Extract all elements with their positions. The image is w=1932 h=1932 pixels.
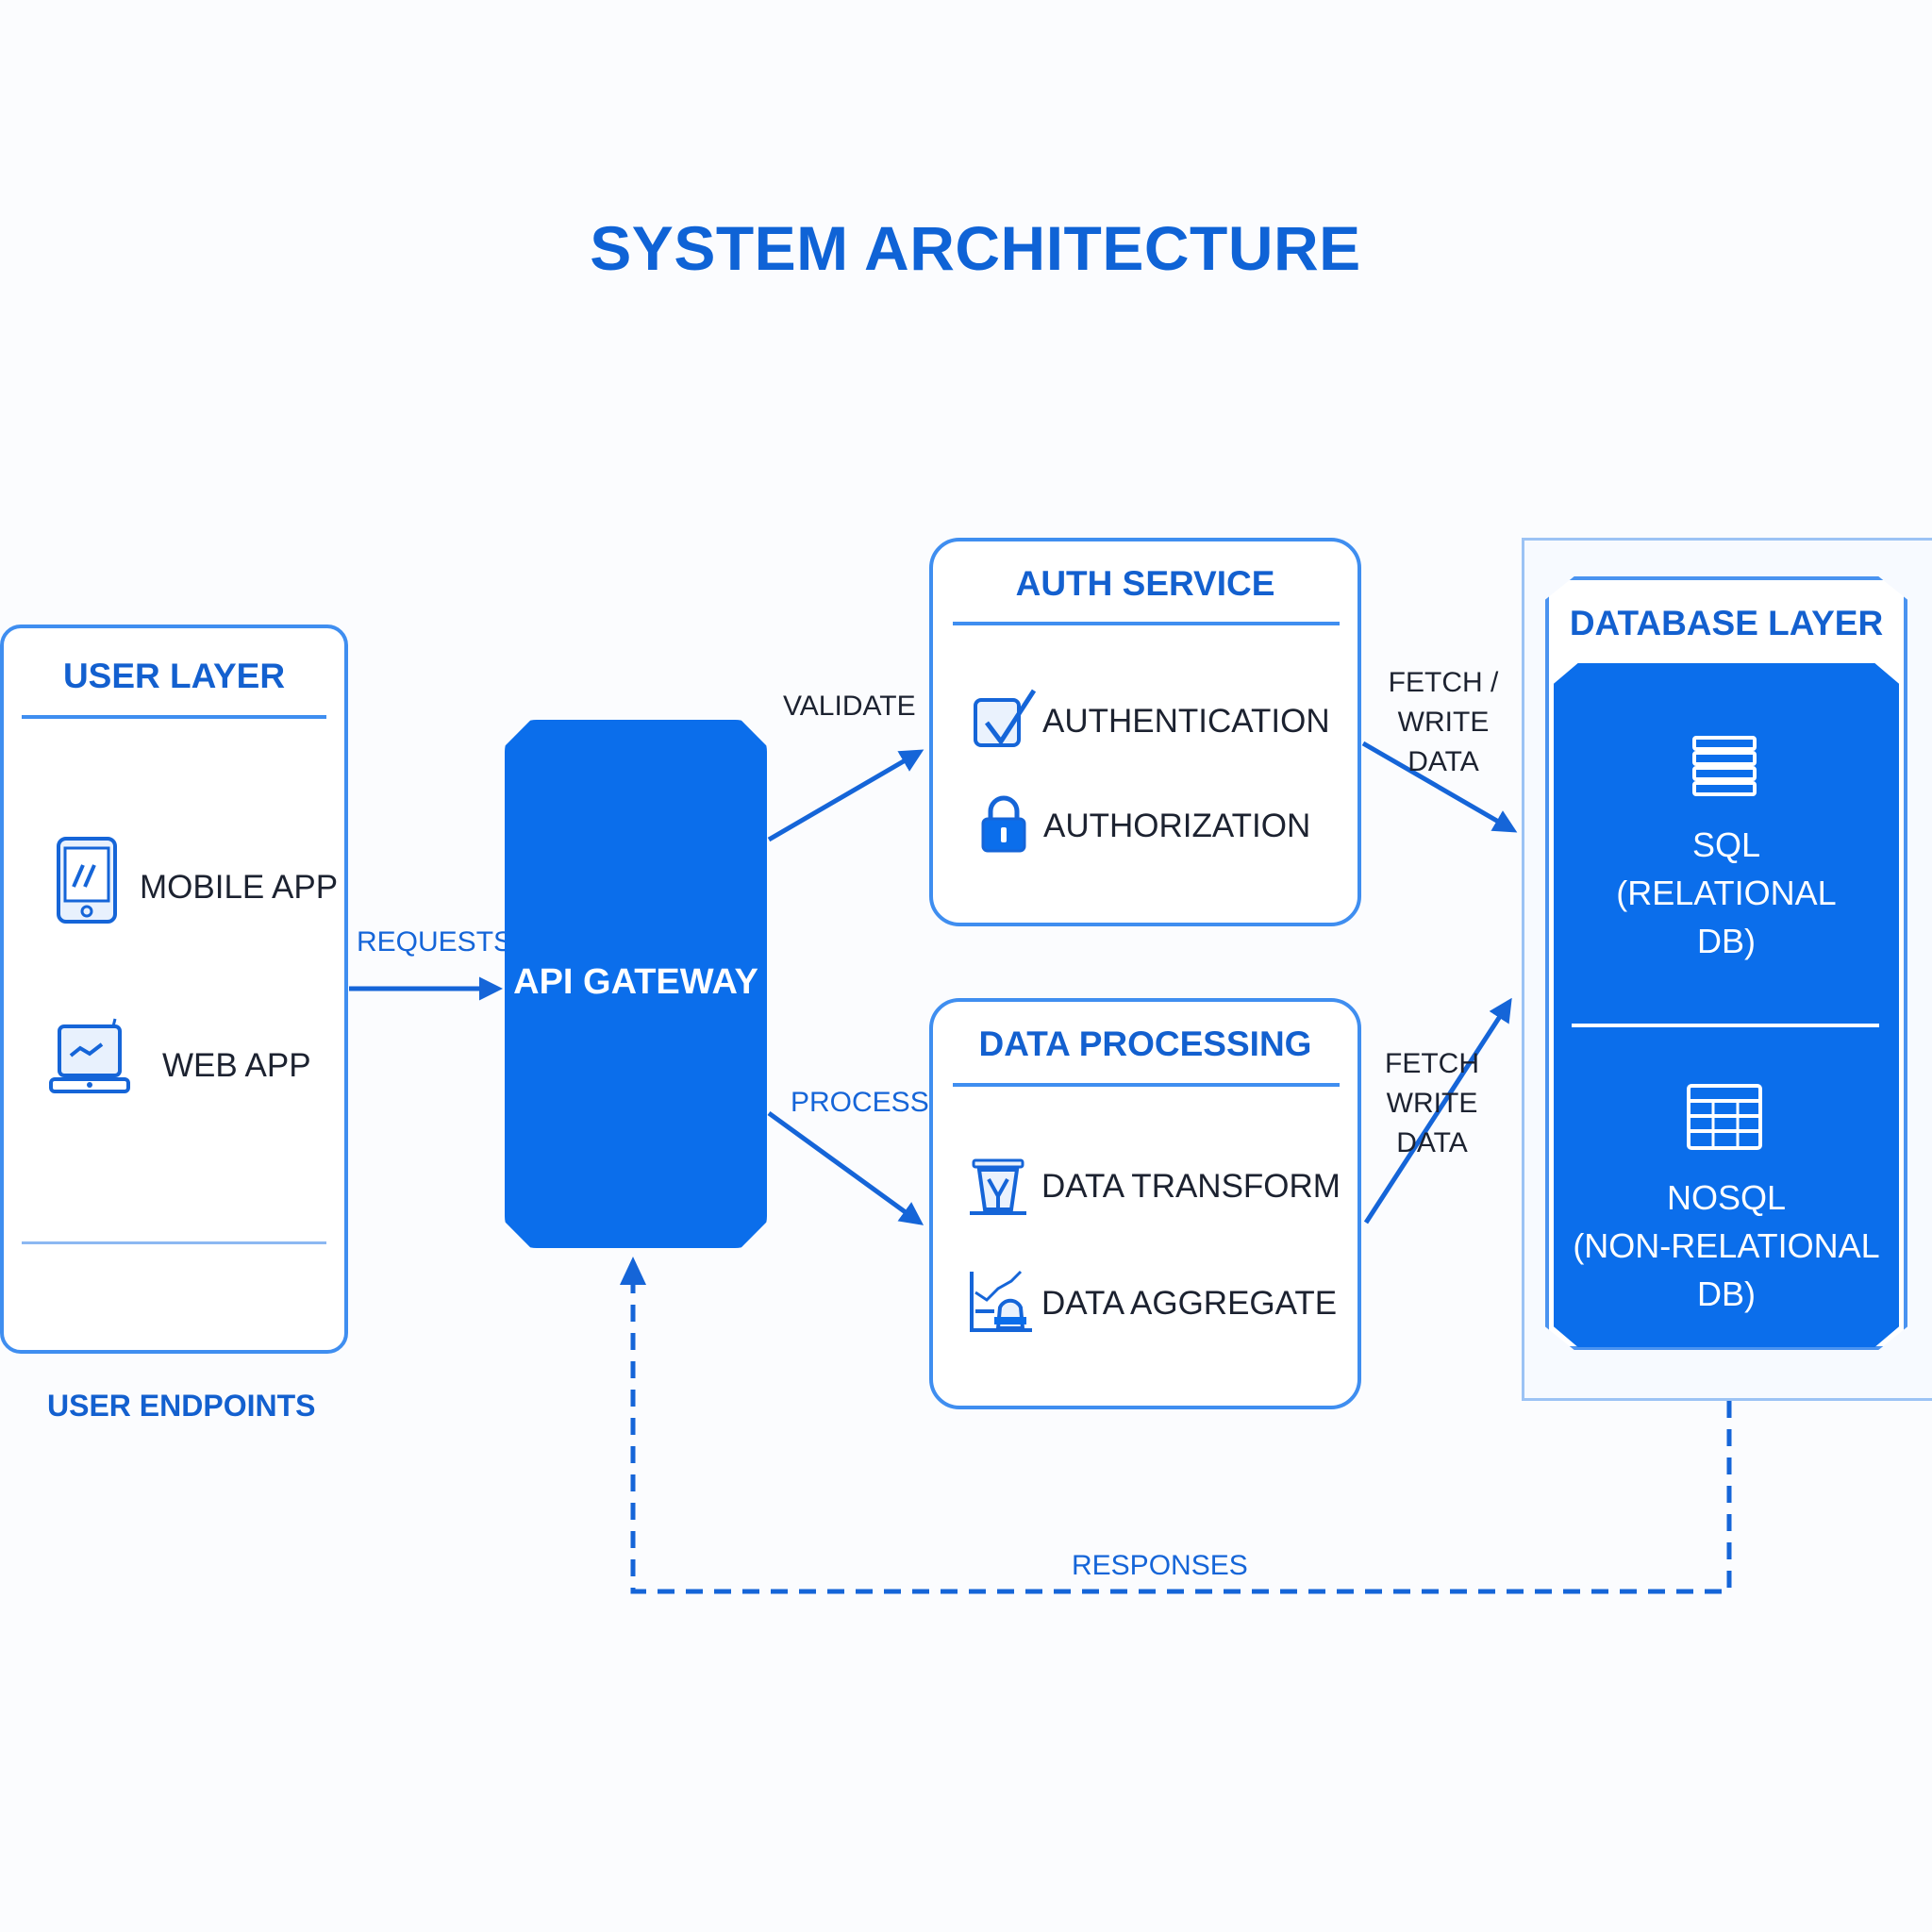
aggregate-chart-icon [970, 1270, 1032, 1332]
auth-fetch-write-label: FETCH / WRITE DATA [1377, 663, 1509, 782]
auth-write-line: WRITE [1397, 707, 1490, 738]
nosql-line-1: NOSQL [1666, 1178, 1787, 1217]
data-processing-panel: DATA PROCESSING [929, 998, 1361, 1409]
process-label: PROCESS [791, 1087, 929, 1118]
mobile-app-label: MOBILE APP [140, 869, 339, 906]
server-stack-icon [1692, 736, 1757, 796]
diagram-title: SYSTEM ARCHITECTURE [590, 213, 1361, 283]
mobile-phone-icon [57, 837, 117, 924]
responses-arrowhead [620, 1257, 646, 1285]
auth-to-db-arrow [1361, 741, 1518, 833]
auth-service-title: AUTH SERVICE [1015, 564, 1275, 603]
data-processing-rule [953, 1083, 1340, 1087]
requests-label: REQUESTS [357, 926, 513, 958]
user-endpoints-caption: USER ENDPOINTS [47, 1389, 316, 1423]
data-processing-title: DATA PROCESSING [978, 1024, 1312, 1063]
web-app-label: WEB APP [162, 1047, 311, 1084]
data-aggregate-label: DATA AGGREGATE [1041, 1285, 1338, 1322]
funnel-icon [970, 1158, 1026, 1215]
padlock-icon [981, 795, 1026, 853]
processing-data-line: DATA [1396, 1127, 1468, 1158]
user-layer-title: USER LAYER [62, 657, 286, 695]
database-divider [1572, 1024, 1879, 1027]
validate-arrow [767, 749, 924, 842]
database-layer-title: DATABASE LAYER [1569, 604, 1884, 642]
sql-line-3: DB) [1697, 922, 1756, 960]
processing-fetch-write-label: FETCH WRITE DATA [1366, 1044, 1498, 1163]
responses-label: RESPONSES [1072, 1550, 1248, 1581]
api-gateway-label: API GATEWAY [513, 962, 758, 1002]
user-layer-top-rule [22, 715, 326, 719]
authorization-label: AUTHORIZATION [1043, 808, 1311, 844]
auth-fetch-line: FETCH / [1388, 667, 1499, 698]
laptop-icon [49, 1018, 130, 1093]
sql-line-2: (RELATIONAL [1616, 874, 1837, 912]
sql-label: SQL (RELATIONAL DB) [1554, 821, 1899, 965]
database-layer-fill [1554, 663, 1899, 1347]
user-layer-bottom-rule [22, 1241, 326, 1244]
data-transform-label: DATA TRANSFORM [1041, 1168, 1341, 1205]
auth-data-line: DATA [1407, 746, 1479, 777]
auth-service-rule [953, 622, 1340, 625]
api-gateway-node [505, 720, 767, 1248]
process-arrow [767, 1110, 924, 1225]
validate-label: VALIDATE [783, 691, 916, 722]
sql-line-1: SQL [1691, 825, 1761, 864]
processing-fetch-line: FETCH [1385, 1048, 1479, 1079]
authentication-label: AUTHENTICATION [1042, 703, 1330, 740]
nosql-label: NOSQL (NON-RELATIONAL DB) [1554, 1174, 1899, 1318]
processing-to-db-arrow [1363, 997, 1512, 1224]
processing-write-line: WRITE [1386, 1088, 1478, 1119]
user-layer-panel: USER LAYER [0, 625, 348, 1354]
table-grid-icon [1687, 1084, 1762, 1150]
checkbox-icon [974, 689, 1037, 747]
nosql-line-2: (NON-RELATIONAL [1573, 1226, 1880, 1265]
responses-line [630, 1269, 1732, 1594]
nosql-line-3: DB) [1697, 1274, 1756, 1313]
